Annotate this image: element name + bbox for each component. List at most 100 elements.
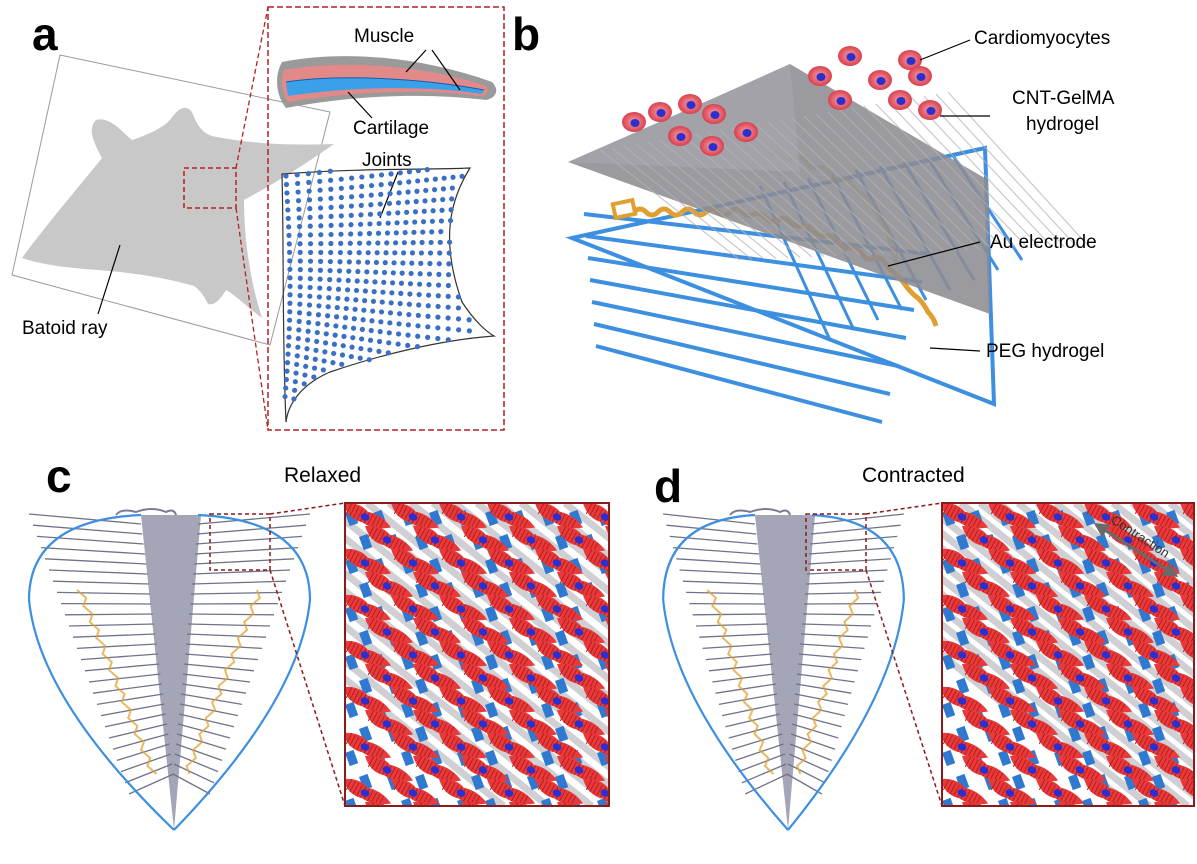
joint-dot (304, 346, 310, 352)
joint-dot (294, 361, 300, 368)
gelma-groove (635, 143, 777, 259)
cardiomyocyte (898, 50, 922, 70)
joint-dot (401, 240, 407, 246)
joint-dot (348, 353, 354, 360)
cardiomyocyte-cell (534, 640, 584, 669)
joint-dot (378, 191, 384, 197)
peg-rail (595, 344, 883, 424)
joint-dot (297, 258, 303, 264)
cardiomyocyte-cell (1009, 709, 1059, 738)
joint-dot (432, 176, 438, 182)
joint-dot (368, 202, 374, 208)
cardiomyocyte-cell (1083, 686, 1133, 715)
joint-dot (377, 211, 383, 217)
joint-dot (311, 374, 317, 380)
cardiomyocyte-cell (460, 755, 510, 784)
label-joints: Joints (362, 150, 412, 171)
cardiomyocyte-cells (622, 46, 942, 156)
joint-dot (394, 220, 400, 226)
cardiomyocyte-cell (1153, 663, 1194, 692)
joint-dot (291, 396, 297, 402)
joint-dot (317, 196, 323, 202)
pointer-muscle-1 (405, 49, 427, 73)
cardiomyocyte-cell (1131, 732, 1181, 761)
joint-dot (418, 260, 424, 266)
robot-relaxed (27, 508, 312, 831)
cardiomyocyte-cell (942, 778, 989, 806)
joint-dot (351, 316, 357, 322)
cardiomyocyte-cell (486, 686, 536, 715)
cardiomyocyte-cell (486, 548, 536, 577)
joint-dot (332, 332, 338, 338)
joint-dot (339, 361, 345, 367)
zoom-d-connector-top (865, 502, 943, 515)
cardiomyocyte-cell (961, 709, 1011, 738)
cardiomyocyte-cell (1083, 732, 1133, 761)
joint-dot (376, 338, 383, 345)
joint-dot (349, 184, 355, 191)
joint-dot (367, 221, 373, 227)
joint-dot (347, 240, 353, 246)
joint-dot (358, 345, 364, 352)
joint-dot (306, 302, 313, 308)
zoom-connector-bottom (235, 207, 269, 431)
joint-dot (284, 368, 290, 374)
joint-dot (322, 349, 328, 355)
joint-dot (338, 194, 344, 201)
joint-dot (386, 200, 393, 207)
joint-dot (286, 334, 292, 340)
pointer-cardiomyocytes (919, 39, 971, 61)
label-cnt-gelma-1: CNT-GelMA (1012, 88, 1115, 109)
cardiomyocyte-cell (412, 525, 462, 554)
cardiomyocyte-cell (1105, 571, 1155, 600)
cell-zoom-relaxed (345, 503, 609, 806)
joint-dot (305, 328, 311, 334)
joint-dot (287, 258, 293, 264)
cardiomyocyte (888, 90, 912, 110)
joint-dot (388, 171, 394, 177)
joint-dot (285, 343, 292, 349)
joint-dot (378, 172, 385, 178)
joint-dot (409, 250, 416, 256)
joint-dot (388, 300, 394, 306)
joint-dot (320, 367, 326, 373)
contraction-arrow (1093, 522, 1179, 578)
joint-dot (331, 350, 337, 357)
cardiomyocyte-cell (582, 503, 609, 529)
gelma-groove (923, 95, 1065, 247)
title-relaxed: Relaxed (284, 464, 361, 487)
joint-dot (448, 207, 454, 213)
gelma-groove (947, 91, 1089, 246)
joint-dot (306, 311, 312, 317)
joint-dot (326, 286, 332, 292)
cardiomyocyte-cell (942, 548, 989, 577)
joint-dot (378, 309, 385, 315)
joint-dot (346, 268, 352, 274)
joint-dot (466, 328, 472, 334)
joint-dot (328, 240, 334, 247)
cardiomyocyte (700, 136, 724, 156)
joint-dot (400, 260, 406, 266)
joint-dot (338, 231, 344, 237)
cardiomyocyte-cell (412, 617, 462, 646)
cardiomyocyte-cell (1035, 732, 1085, 761)
joint-dot (445, 272, 452, 278)
joint-dot (384, 230, 391, 236)
joint-dot (306, 319, 312, 326)
cardiomyocyte-cell (534, 686, 584, 715)
joint-dot (425, 303, 431, 309)
joint-dot (361, 307, 367, 313)
gelma-groove (791, 117, 933, 253)
cardiomyocyte-cell (390, 778, 440, 806)
joint-dot (385, 350, 391, 356)
joint-dot (426, 292, 432, 298)
joint-dot (307, 232, 314, 238)
label-cardiomyocytes: Cardiomyocytes (974, 28, 1110, 49)
joint-dot (338, 213, 344, 219)
joint-dot (312, 356, 318, 362)
cardiomyocyte-cell (556, 663, 606, 692)
gelma-groove (803, 115, 945, 252)
joint-dot (283, 181, 290, 188)
joint-dot (295, 180, 301, 187)
joint-dot (359, 183, 365, 190)
